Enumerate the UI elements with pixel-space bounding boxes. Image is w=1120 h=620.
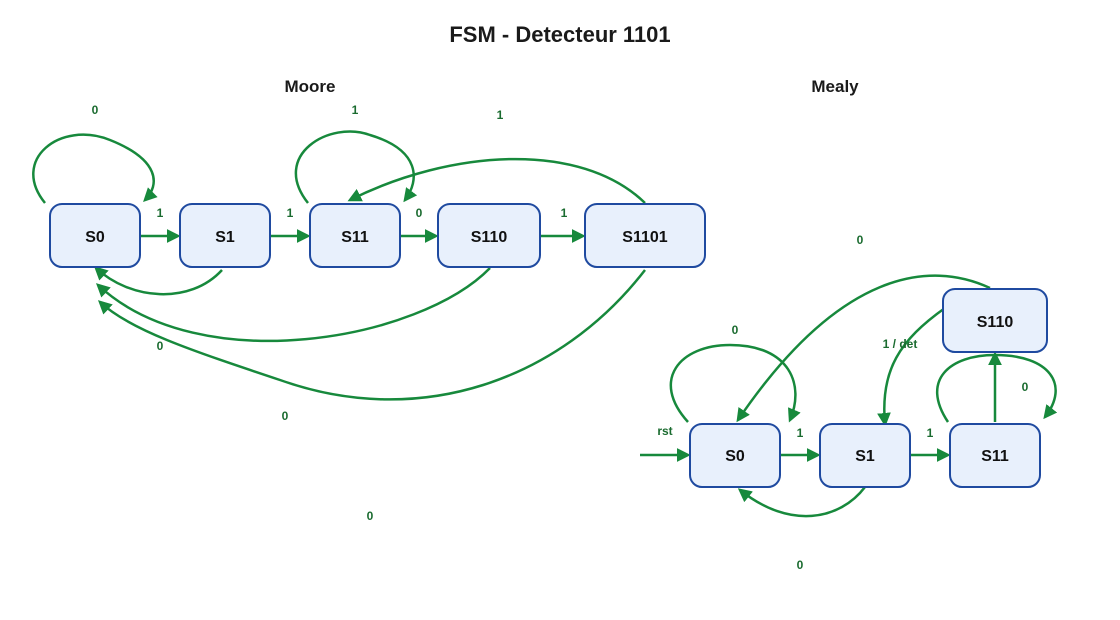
mealy-label-s110-s1: 1 / det	[883, 337, 918, 351]
moore-state-s1101: S1101	[584, 203, 706, 268]
mealy-state-s11: S11	[949, 423, 1041, 488]
mealy-label-s0-s1: 1	[797, 426, 804, 440]
moore-state-s1: S1	[179, 203, 271, 268]
mealy-edge-s110-s1	[877, 306, 946, 427]
moore-edge-s0-self	[32, 133, 158, 204]
moore-label-s0-s1: 1	[157, 206, 164, 220]
mealy-state-s1: S1	[819, 423, 911, 488]
moore-label-s0-self: 0	[92, 103, 99, 117]
mealy-state-s1-label: S1	[855, 448, 875, 465]
moore-label-s1101-s11: 1	[497, 108, 504, 122]
mealy-edge-s11-self	[935, 353, 1058, 423]
moore-state-s1101-label: S1101	[622, 229, 667, 246]
moore-state-s11: S11	[309, 203, 401, 268]
mealy-state-s11-label: S11	[981, 448, 1009, 465]
mealy-label-s1-s11: 1	[927, 426, 934, 440]
moore-edge-s1-s0	[93, 266, 223, 296]
mealy-label-s11-self: 0	[1022, 380, 1029, 394]
moore-edge-s11-self	[294, 130, 418, 204]
page-title: FSM - Detecteur 1101	[449, 22, 670, 47]
moore-label-s110-s1101: 1	[561, 206, 568, 220]
mealy-label-s110-s0: 0	[857, 233, 864, 247]
mealy-state-s0-label: S0	[725, 448, 745, 465]
moore-edge-s1101-s11	[347, 157, 646, 204]
mealy-heading: Mealy	[811, 77, 859, 96]
mealy-label-rst: rst	[657, 424, 672, 438]
mealy-label-s1-s0: 0	[797, 558, 804, 572]
mealy-edge-s0-self	[669, 343, 801, 423]
mealy-state-s0: S0	[689, 423, 781, 488]
mealy-state-s110: S110	[942, 288, 1048, 353]
moore-state-s0: S0	[49, 203, 141, 268]
moore-state-s11-label: S11	[341, 229, 369, 246]
mealy-label-s0-self: 0	[732, 323, 739, 337]
moore-label-s1101-s0: 0	[367, 509, 374, 523]
mealy-edge-s110-s0	[736, 274, 991, 423]
mealy-diagram: 0 rst 1 1 0 1 1 / det 0 0 S0 S1 S11 S110	[640, 233, 1058, 572]
moore-state-s1-label: S1	[215, 229, 235, 246]
moore-label-s1-s0: 0	[157, 339, 164, 353]
moore-heading: Moore	[285, 77, 336, 96]
mealy-state-s110-label: S110	[977, 314, 1014, 331]
moore-diagram: 0 1 1 1 0 1 0 0 0 1 S0 S1 S11 S110 S1101	[32, 103, 706, 523]
moore-label-s110-s0: 0	[282, 409, 289, 423]
mealy-edge-s1-s0	[737, 486, 866, 518]
moore-edge-s1101-s0	[97, 269, 646, 401]
moore-state-s110: S110	[437, 203, 541, 268]
moore-state-s110-label: S110	[471, 229, 508, 246]
moore-label-s1-s11: 1	[287, 206, 294, 220]
moore-label-s11-s110: 0	[416, 206, 423, 220]
moore-edge-s110-s0	[95, 267, 491, 343]
moore-label-s11-self: 1	[352, 103, 359, 117]
moore-state-s0-label: S0	[85, 229, 105, 246]
